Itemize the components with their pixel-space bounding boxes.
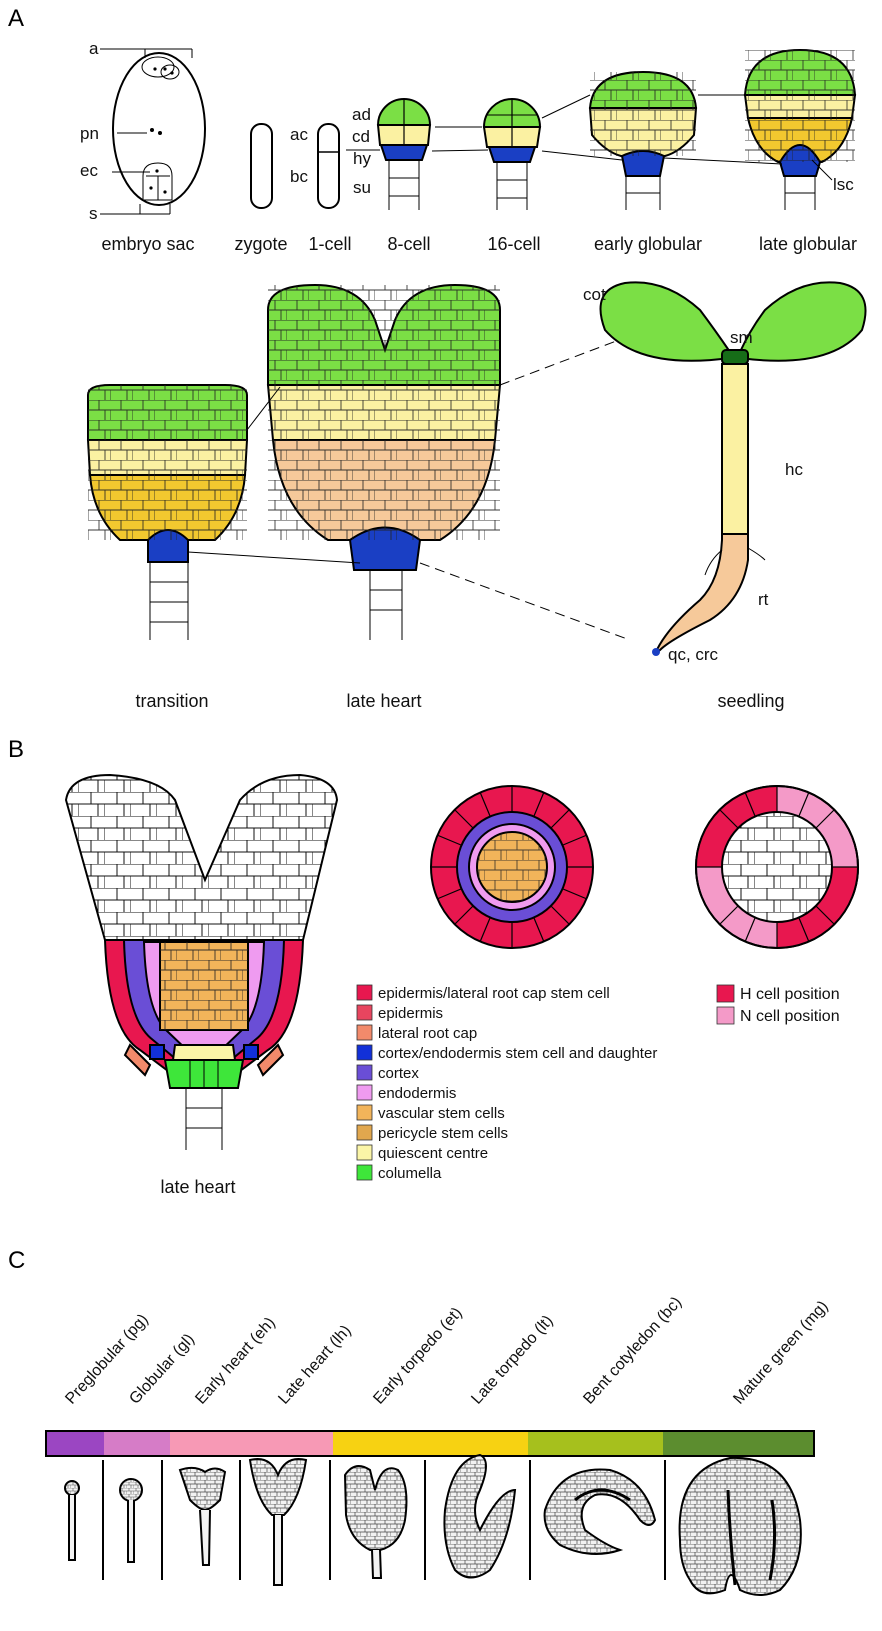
stage-label: Early heart (eh): [192, 1314, 278, 1407]
embryo-late-heart: [250, 1459, 306, 1585]
legend-swatch: [357, 1105, 372, 1120]
stage-early-globular: early globular: [594, 234, 702, 254]
embryo-early-heart: [180, 1468, 225, 1565]
stage-label: Mature green (mg): [730, 1298, 831, 1408]
label-ad: ad: [352, 105, 371, 124]
stage-labels: Preglobular (pg)Globular (gl)Early heart…: [62, 1294, 831, 1408]
stage-color-bar: [46, 1431, 814, 1456]
legend-swatch: [357, 1145, 372, 1160]
label-qc-crc: qc, crc: [668, 645, 719, 664]
embryo-early-torpedo: [345, 1466, 406, 1578]
zygote: [251, 124, 272, 208]
stage-late-heart: late heart: [346, 691, 421, 711]
legend-swatch: [357, 1085, 372, 1100]
legend-label: cortex/endodermis stem cell and daughter: [378, 1045, 657, 1062]
legend-swatch: [357, 1025, 372, 1040]
embryo-late-torpedo: [444, 1455, 515, 1578]
legend-cell-swatch: [717, 985, 734, 1002]
legend-label: vascular stem cells: [378, 1105, 505, 1122]
legend-label: columella: [378, 1165, 442, 1182]
legend-swatch: [357, 1165, 372, 1180]
legend-label: epidermis: [378, 1005, 443, 1022]
eight-cell-embryo: [378, 99, 430, 210]
stage-zygote: zygote: [234, 234, 287, 254]
transition-embryo: [88, 385, 247, 640]
stage-bar-segment: [528, 1431, 663, 1456]
legend-cell-label: H cell position: [740, 986, 840, 1003]
legend-label: pericycle stem cells: [378, 1125, 508, 1142]
stage-label: Late heart (lh): [275, 1322, 354, 1407]
stage-seedling: seedling: [717, 691, 784, 711]
one-cell-embryo: [318, 124, 339, 208]
stage-transition: transition: [135, 691, 208, 711]
stage-bar-segment: [663, 1431, 814, 1456]
label-cd: cd: [352, 127, 370, 146]
label-ec: ec: [80, 161, 98, 180]
stage-bar-segment: [333, 1431, 528, 1456]
stage-embryos: [65, 1455, 801, 1595]
legend-swatch: [357, 1005, 372, 1020]
root-cross-section-hair-pattern: [696, 786, 858, 948]
label-lsc: lsc: [833, 175, 854, 194]
early-globular-embryo: [590, 72, 696, 210]
panel-a-label: A: [8, 5, 24, 32]
legend-swatch: [357, 985, 372, 1000]
embryo-bent-cotyledon: [545, 1470, 655, 1555]
legend-label: endodermis: [378, 1085, 456, 1102]
label-bc: bc: [290, 167, 308, 186]
stage-label: Globular (gl): [126, 1331, 198, 1408]
label-su: su: [353, 178, 371, 197]
label-rt: rt: [758, 590, 769, 609]
label-pn: pn: [80, 124, 99, 143]
embryo-globular: [120, 1479, 142, 1562]
stage-embryo-sac: embryo sac: [101, 234, 194, 254]
stage-late-globular: late globular: [759, 234, 857, 254]
stage-8-cell: 8-cell: [387, 234, 430, 254]
root-cross-section-tissues: [431, 786, 593, 948]
legend: epidermis/lateral root cap stem cell epid…: [357, 985, 657, 1182]
sixteen-cell-embryo: [484, 99, 540, 210]
legend-label: epidermis/lateral root cap stem cell: [378, 985, 610, 1002]
panel-c-label: C: [8, 1247, 25, 1274]
legend-cell-label: N cell position: [740, 1008, 840, 1025]
legend-swatch: [357, 1065, 372, 1080]
label-s: s: [89, 204, 98, 223]
panel-b-label: B: [8, 736, 24, 763]
legend-cells: H cell position N cell position: [717, 985, 840, 1025]
label-hc: hc: [785, 460, 803, 479]
stage-1-cell: 1-cell: [308, 234, 351, 254]
label-hy: hy: [353, 149, 371, 168]
stage-bar-segment: [104, 1431, 170, 1456]
stage-label: Early torpedo (et): [370, 1304, 465, 1407]
stage-16-cell: 16-cell: [487, 234, 540, 254]
late-heart-embryo: [268, 285, 500, 640]
legend-swatch: [357, 1125, 372, 1140]
label-a: a: [89, 39, 99, 58]
stage-label: Late torpedo (lt): [468, 1312, 556, 1407]
stage-label: Bent cotyledon (bc): [580, 1294, 685, 1408]
legend-cell-swatch: [717, 1007, 734, 1024]
legend-swatch: [357, 1045, 372, 1060]
label-sm: sm: [730, 328, 753, 347]
legend-label: cortex: [378, 1065, 419, 1082]
embryo-preglobular: [65, 1481, 79, 1560]
legend-label: lateral root cap: [378, 1025, 477, 1042]
label-cot: cot: [583, 285, 606, 304]
embryo-mature-green: [680, 1458, 801, 1595]
embryo-sac: [100, 49, 205, 214]
stage-bar-segment: [170, 1431, 333, 1456]
late-heart-cell-map: [66, 775, 337, 1150]
legend-label: quiescent centre: [378, 1145, 488, 1162]
label-ac: ac: [290, 125, 308, 144]
caption-late-heart: late heart: [160, 1177, 235, 1197]
stage-bar-segment: [46, 1431, 104, 1456]
